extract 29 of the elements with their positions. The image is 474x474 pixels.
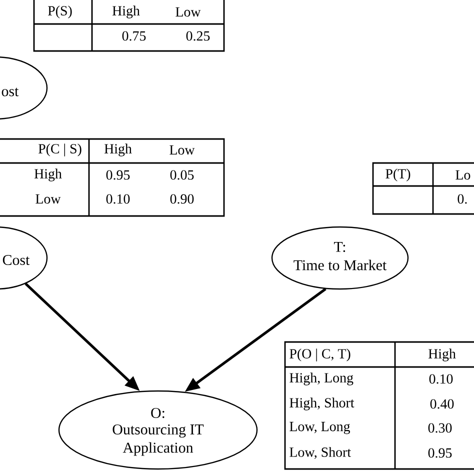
table-cell: 0.75 [122, 31, 146, 41]
table-cell: P(O | C, T) [290, 348, 350, 362]
table-cell: High [34, 168, 62, 182]
table-cell: 0.05 [170, 170, 194, 180]
table-cell: 0.95 [106, 170, 130, 180]
table-cell: 0.10 [429, 374, 453, 384]
table-cell: High, Short [290, 398, 354, 410]
table-cell: P(C | S) [38, 144, 82, 156]
table-cell: 0.95 [428, 448, 452, 458]
table-cell: High, Long [290, 372, 354, 386]
table-cell: Low [170, 145, 195, 155]
table-cell: 0.25 [186, 31, 210, 41]
table-cell: High [104, 144, 132, 156]
table-cell: Lo [456, 170, 470, 180]
table-cell: 0.30 [428, 423, 452, 433]
table-cell: 0.90 [170, 194, 194, 204]
table-cell: Low, Short [290, 447, 351, 459]
table-cell: Low, Long [290, 422, 350, 434]
table-cell: P(T) [386, 168, 410, 182]
ellipse-node: T: Time to Market [271, 226, 409, 290]
table-cell: 0. [458, 194, 467, 204]
table-cell: High [112, 6, 140, 18]
table-cell: Low [176, 7, 201, 17]
table-cell: Low [36, 194, 61, 204]
table-cell: High [428, 348, 456, 362]
table-cell: 0.40 [430, 399, 454, 409]
table-cell: 0.10 [106, 194, 130, 204]
table-cell: P(S) [48, 6, 72, 18]
ellipse-node: O: Outsourcing IT Application [58, 390, 258, 470]
